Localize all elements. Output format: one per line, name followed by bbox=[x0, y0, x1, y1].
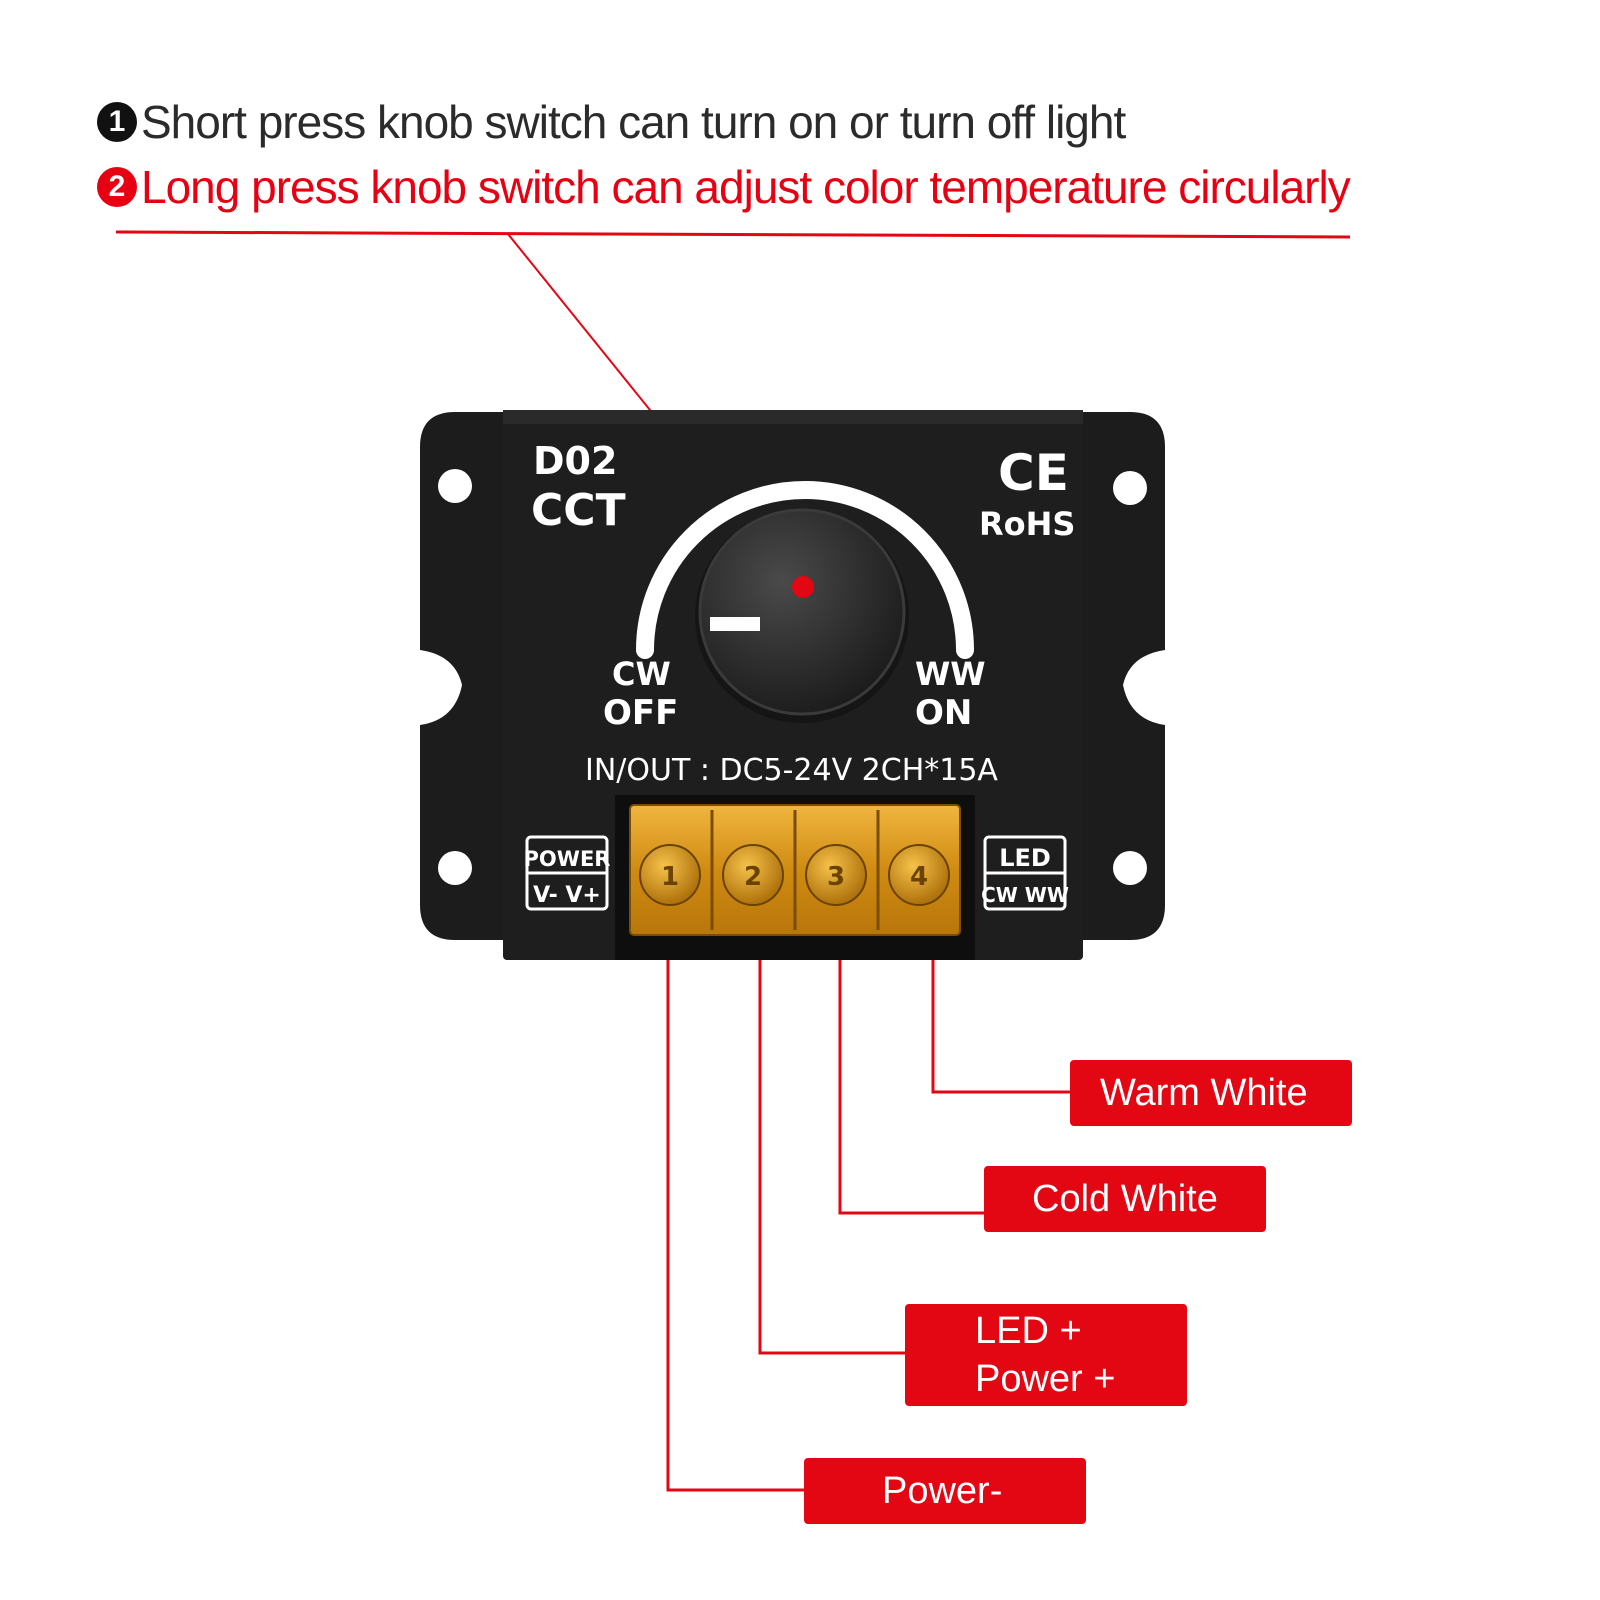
terminal-screw-1: 1 bbox=[639, 844, 701, 906]
knob-indicator bbox=[710, 617, 760, 631]
label-cold-white-text: Cold White bbox=[1032, 1178, 1218, 1220]
terminal-number-4: 4 bbox=[910, 862, 928, 892]
label-warm-white-text: Warm White bbox=[1100, 1072, 1308, 1114]
ww-label: WW bbox=[915, 655, 986, 693]
label-led-power-plus: LED + Power + bbox=[905, 1304, 1187, 1406]
cw-label: CW bbox=[612, 655, 671, 693]
left-mounting-flange bbox=[420, 412, 505, 940]
ce-mark: CE bbox=[998, 444, 1069, 502]
on-label: ON bbox=[915, 693, 972, 733]
instruction-2-text: Long press knob switch can adjust color … bbox=[141, 161, 1351, 213]
label-cold-white: Cold White bbox=[984, 1166, 1266, 1232]
terminal-screw-3: 3 bbox=[805, 844, 867, 906]
label-power-minus: Power- bbox=[804, 1458, 1086, 1524]
off-label: OFF bbox=[603, 693, 678, 733]
dimmer-knob[interactable] bbox=[698, 508, 906, 716]
label-power-minus-text: Power- bbox=[882, 1470, 1003, 1512]
label-warm-white: Warm White bbox=[1070, 1060, 1352, 1126]
instruction-1: 1 Short press knob switch can turn on or… bbox=[97, 95, 1126, 149]
right-mounting-flange bbox=[1080, 412, 1165, 940]
wire-warm-white bbox=[931, 960, 1070, 1094]
power-box-title: POWER bbox=[524, 847, 611, 871]
terminal-number-1: 1 bbox=[661, 862, 679, 892]
led-box-pins: CW WW bbox=[981, 883, 1069, 907]
mount-hole-top-left bbox=[438, 469, 472, 503]
rohs-label: RoHS bbox=[979, 505, 1075, 543]
device-top-edge bbox=[503, 410, 1083, 424]
mount-hole-bottom-left bbox=[438, 851, 472, 885]
terminal-number-3: 3 bbox=[827, 862, 845, 892]
adjustment-arc bbox=[636, 481, 974, 659]
mount-hole-top-right bbox=[1113, 471, 1147, 505]
rating-label: IN/OUT : DC5-24V 2CH*15A bbox=[585, 753, 998, 788]
step-1-badge: 1 bbox=[97, 102, 137, 142]
mount-hole-bottom-right bbox=[1113, 851, 1147, 885]
led-box-title: LED bbox=[999, 844, 1051, 872]
step-2-badge: 2 bbox=[97, 167, 137, 207]
wire-cold-white bbox=[838, 960, 985, 1215]
terminal-number-2: 2 bbox=[744, 862, 762, 892]
model-label: D02 bbox=[533, 439, 617, 483]
instruction-1-text: Short press knob switch can turn on or t… bbox=[141, 96, 1126, 148]
instruction-2: 2 Long press knob switch can adjust colo… bbox=[97, 160, 1351, 214]
power-box-pins: V- V+ bbox=[533, 883, 601, 908]
label-power-plus-text: Power + bbox=[975, 1358, 1116, 1400]
label-led-plus-text: LED + bbox=[975, 1310, 1082, 1352]
terminal-screw-4: 4 bbox=[888, 844, 950, 906]
type-label: CCT bbox=[531, 485, 626, 536]
wire-led-power-plus bbox=[758, 960, 905, 1355]
terminal-screw-2: 2 bbox=[722, 844, 784, 906]
wire-power-minus bbox=[666, 960, 805, 1492]
header-underline bbox=[115, 230, 1351, 239]
knob-center-dot bbox=[792, 576, 814, 598]
